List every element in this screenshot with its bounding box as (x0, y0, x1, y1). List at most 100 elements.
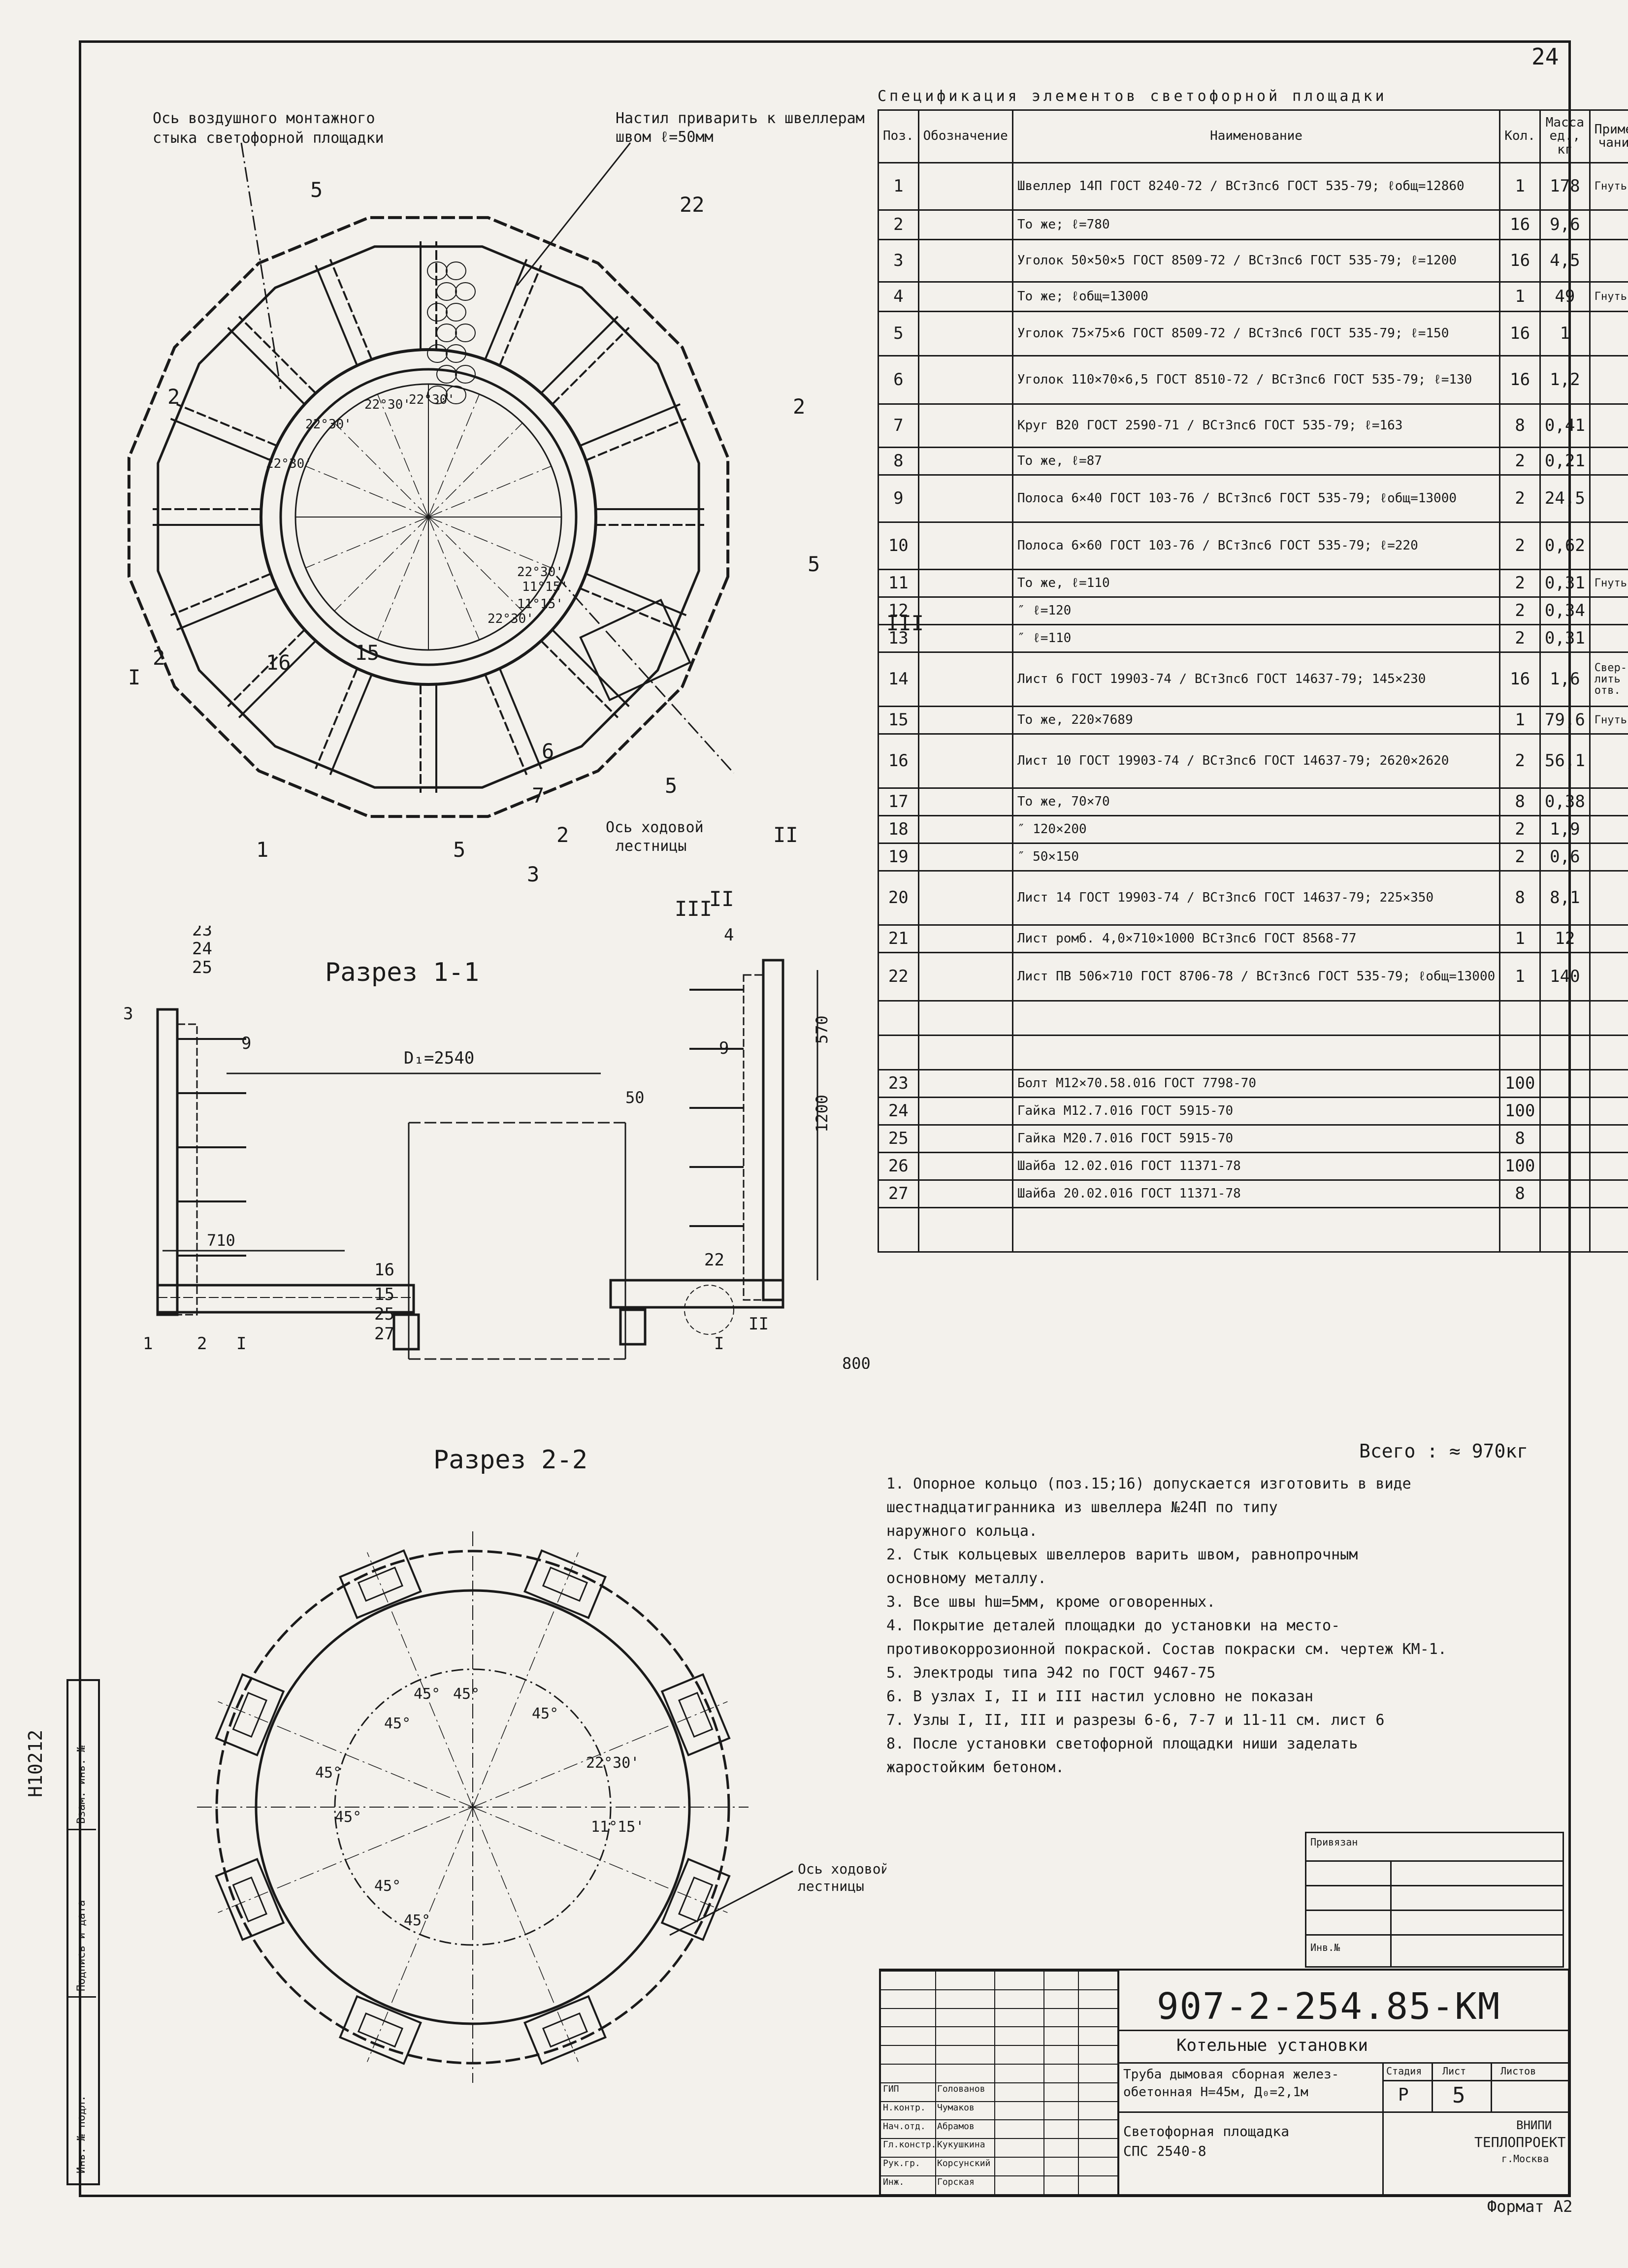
note-line: 6. В узлах I, II и III настил условно не… (886, 1688, 1313, 1705)
spec-cell-des (917, 209, 1013, 240)
spec-cell-des (917, 733, 1013, 789)
spec-cell-des (917, 162, 1013, 211)
general-notes: 1. Опорное кольцо (поз.15;16) допускаетс… (886, 1472, 1447, 1780)
plan-leader (516, 142, 631, 286)
plan-radial-beam (484, 259, 528, 360)
label-axis-mounting-1: Ось воздушного монтажного (153, 110, 375, 127)
label-axis-mounting-2: стыка светофорной площадки (153, 130, 384, 147)
spec-cell-note (1589, 447, 1628, 476)
sheet-format: Формат А2 (1487, 2197, 1573, 2216)
plan-radial-beam (540, 316, 619, 394)
plan-callout: 5 (665, 774, 677, 798)
spec-cell-note (1589, 815, 1628, 844)
sec1-callout: 4 (724, 926, 734, 945)
plan-callout: 2 (793, 394, 805, 419)
spec-cell-des (917, 1069, 1013, 1098)
spec-cell-des (917, 311, 1013, 356)
spec-cell-name: Лист ПВ 506×710 ГОСТ 8706-78 / ВСт3пс6 Г… (1011, 952, 1501, 1002)
spec-cell-note (1589, 787, 1628, 816)
sec1-node-ii (684, 1285, 734, 1335)
plan-axis-line (305, 517, 429, 569)
spec-cell-pos: 16 (878, 733, 919, 789)
spec-cell-mass (1539, 1179, 1591, 1208)
sec1-left-post (156, 1008, 179, 1316)
spec-cell-name: Шайба 12.02.016 ГОСТ 11371-78 (1011, 1152, 1501, 1181)
note-line: основному металлу. (886, 1570, 1047, 1587)
spec-cell-des (917, 651, 1013, 707)
sec2-bracket (215, 1673, 285, 1756)
plan-callout: II (709, 887, 734, 911)
sec2-bracket (660, 1673, 731, 1756)
spec-header-row: Поз. Обозначение Наименование Кол. Масса… (878, 109, 1628, 163)
spec-cell-des (917, 624, 1013, 653)
spec-cell-name (1011, 1035, 1501, 1070)
spec-cell-pos: 5 (878, 311, 919, 356)
doc-code: 907-2-254.85-КМ (1157, 1985, 1501, 2028)
spec-cell-name: То же; ℓобщ=13000 (1011, 281, 1501, 312)
spec-cell-name: Уголок 110×70×6,5 ГОСТ 8510-72 / ВСт3пс6… (1011, 355, 1501, 405)
spec-cell-mass (1539, 1000, 1591, 1036)
spec-cell-name: То же, 70×70 (1011, 787, 1501, 816)
sec1-callout: II (749, 1314, 769, 1334)
spec-cell-pos: 2 (878, 209, 919, 240)
plan-radial-beam (238, 316, 317, 394)
plan-callout: 2 (167, 385, 180, 409)
note-line: 3. Все швы hш=5мм, кроме оговоренных. (886, 1593, 1216, 1611)
spec-cell-note: Гнуть (1589, 706, 1628, 735)
plan-ladder-axis (555, 575, 735, 774)
plan-axis-line (334, 422, 429, 518)
plan-axis-line (428, 517, 523, 612)
org-line-3: г.Москва (1501, 2153, 1549, 2165)
plan-axis-line (428, 394, 480, 518)
spec-cell-name: То же, ℓ=87 (1011, 447, 1501, 476)
spec-cell-note (1589, 596, 1628, 625)
spec-cell-pos: 19 (878, 842, 919, 872)
spec-cell-name: То же, 220×7689 (1011, 706, 1501, 735)
plan-angle-label: 22°30' (364, 397, 411, 412)
spec-cell-des (917, 870, 1013, 926)
sec2-angle-label: 45° (315, 1764, 342, 1782)
spec-cell-mass: 1,2 (1539, 355, 1591, 405)
grating-cell (455, 324, 476, 342)
spec-header-name: Наименование (1011, 109, 1501, 163)
spec-cell-note (1589, 209, 1628, 240)
spec-cell-pos: 13 (878, 624, 919, 653)
grating-cell (427, 344, 448, 363)
spec-cell-note (1589, 870, 1628, 926)
sec1-callout: 9 (241, 1034, 251, 1053)
spec-cell-pos: 11 (878, 569, 919, 598)
sec1-callout: 9 (719, 1038, 729, 1058)
spec-cell-qty: 8 (1499, 1124, 1541, 1153)
spec-cell-name: Полоса 6×60 ГОСТ 103-76 / ВСт3пс6 ГОСТ 5… (1011, 521, 1501, 570)
sec2-axis-line (367, 1807, 473, 2062)
spec-cell-note (1589, 624, 1628, 653)
sec2-bracket (523, 1995, 607, 2065)
plan-callout: 3 (527, 862, 539, 886)
spec-header-mass: Масса ед., кг (1539, 109, 1591, 163)
label-ladder-axis-2: лестницы (616, 838, 687, 855)
spec-cell-note: Гнуть (1589, 162, 1628, 211)
spec-cell-qty: 1 (1499, 162, 1541, 211)
label-ladder-axis-1: Ось ходовой (606, 819, 704, 836)
spec-cell-des (917, 596, 1013, 625)
spec-cell-des (917, 474, 1013, 523)
plan-axis-line (428, 422, 523, 518)
spec-cell-des (917, 569, 1013, 598)
approval-inv-label: Инв.№ (1310, 1942, 1340, 1953)
sec1-left-rail (176, 1023, 198, 1316)
spec-cell-note (1589, 1097, 1628, 1126)
spec-cell-qty: 8 (1499, 1179, 1541, 1208)
spec-cell-qty: 100 (1499, 1097, 1541, 1126)
spec-cell-pos: 15 (878, 706, 919, 735)
spec-total: Всего : ≈ 970кг (1359, 1440, 1529, 1462)
spec-cell-mass: 24,5 (1539, 474, 1591, 523)
spec-cell-mass: 0,31 (1539, 569, 1591, 598)
